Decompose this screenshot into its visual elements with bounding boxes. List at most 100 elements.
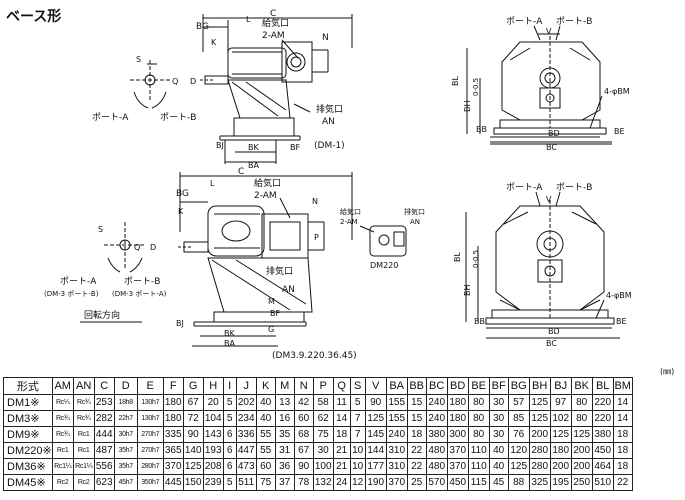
model-label-dm1: (DM-1) bbox=[314, 141, 345, 151]
value-cell: 280h7 bbox=[136, 458, 164, 475]
value-cell: 380 bbox=[425, 426, 448, 443]
value-cell: 16 bbox=[274, 410, 295, 427]
value-cell: 100 bbox=[312, 458, 334, 475]
value-cell: 200 bbox=[549, 458, 572, 475]
value-cell: 450 bbox=[446, 474, 469, 491]
value-cell: 15 bbox=[406, 394, 427, 411]
value-cell: 14 bbox=[612, 410, 633, 427]
value-cell: 220 bbox=[591, 410, 614, 427]
page-title: ベース形 bbox=[6, 9, 62, 25]
value-cell: Rc2 bbox=[72, 474, 95, 491]
value-cell: 35 bbox=[274, 426, 295, 443]
svg-text:ポート-B: ポート-B bbox=[160, 112, 196, 123]
value-cell: 5 bbox=[222, 410, 237, 427]
value-cell: 193 bbox=[202, 442, 224, 459]
model-cell: DM45※ bbox=[3, 474, 53, 491]
value-cell: 556 bbox=[93, 458, 115, 475]
value-cell: 30 bbox=[488, 426, 509, 443]
svg-text:BE: BE bbox=[614, 127, 625, 136]
value-cell: 380 bbox=[591, 426, 614, 443]
svg-text:D: D bbox=[150, 243, 156, 252]
bottom-front-view: ポート-A ポート-B V BD BC BL 0-0.5 BH BB BE 4-… bbox=[453, 182, 632, 348]
value-cell: 6 bbox=[222, 426, 237, 443]
value-cell: 208 bbox=[202, 458, 224, 475]
value-cell: 75 bbox=[255, 474, 276, 491]
value-cell: 145 bbox=[364, 426, 387, 443]
svg-text:K: K bbox=[178, 207, 184, 216]
value-cell: 623 bbox=[93, 474, 115, 491]
value-cell: 62 bbox=[312, 410, 334, 427]
value-cell: 5 bbox=[349, 394, 366, 411]
svg-text:BC: BC bbox=[546, 143, 557, 152]
header-cell: BC bbox=[425, 377, 448, 395]
value-cell: 97 bbox=[549, 394, 572, 411]
svg-text:4-φBM: 4-φBM bbox=[606, 291, 632, 300]
svg-text:BG: BG bbox=[196, 22, 209, 32]
svg-text:Q: Q bbox=[134, 243, 140, 252]
header-cell: BG bbox=[507, 377, 530, 395]
value-cell: 60 bbox=[255, 458, 276, 475]
value-cell: 487 bbox=[93, 442, 115, 459]
value-cell: 125 bbox=[182, 458, 204, 475]
svg-text:BK: BK bbox=[248, 143, 259, 152]
value-cell: 10 bbox=[349, 458, 366, 475]
svg-text:BA: BA bbox=[224, 339, 235, 348]
model-cell: DM220※ bbox=[3, 442, 53, 459]
value-cell: 80 bbox=[570, 394, 593, 411]
value-cell: 130h7 bbox=[136, 410, 164, 427]
value-cell: 5 bbox=[222, 474, 237, 491]
value-cell: 45 bbox=[488, 474, 509, 491]
header-cell: AM bbox=[51, 377, 74, 395]
value-cell: 7 bbox=[349, 410, 366, 427]
header-cell: K bbox=[255, 377, 276, 395]
value-cell: 102 bbox=[549, 410, 572, 427]
value-cell: 370 bbox=[446, 442, 469, 459]
spec-table: 形式 AM AN C D E F G H I J K M N P Q S V B… bbox=[3, 377, 633, 491]
value-cell: 110 bbox=[467, 458, 490, 475]
value-cell: 37 bbox=[274, 474, 295, 491]
value-cell: 370 bbox=[162, 458, 184, 475]
value-cell: 350h7 bbox=[136, 474, 164, 491]
svg-text:BH: BH bbox=[463, 100, 472, 112]
svg-text:AN: AN bbox=[282, 285, 295, 295]
value-cell: 67 bbox=[182, 394, 204, 411]
svg-text:P: P bbox=[314, 233, 319, 242]
svg-text:V: V bbox=[546, 195, 552, 204]
value-cell: 370 bbox=[385, 474, 408, 491]
header-cell: D bbox=[113, 377, 138, 395]
value-cell: Rc¾ bbox=[51, 410, 74, 427]
header-cell: AN bbox=[72, 377, 95, 395]
header-cell: 形式 bbox=[3, 377, 53, 395]
model-label-dm3: (DM3.9.220.36.45) bbox=[272, 351, 357, 361]
header-cell: BE bbox=[467, 377, 490, 395]
header-cell: S bbox=[349, 377, 366, 395]
value-cell: 35h7 bbox=[113, 458, 138, 475]
svg-text:2-AM: 2-AM bbox=[262, 31, 285, 41]
svg-text:(DM-3 ポート-B): (DM-3 ポート-B) bbox=[44, 290, 99, 298]
value-cell: 30 bbox=[312, 442, 334, 459]
svg-text:G: G bbox=[268, 325, 274, 334]
value-cell: 18 bbox=[332, 426, 351, 443]
svg-text:L: L bbox=[210, 179, 215, 188]
value-cell: 55 bbox=[255, 442, 276, 459]
value-cell: 80 bbox=[570, 410, 593, 427]
value-cell: 336 bbox=[235, 426, 257, 443]
header-cell: V bbox=[364, 377, 387, 395]
svg-text:排気口: 排気口 bbox=[316, 103, 343, 115]
svg-text:排気口: 排気口 bbox=[404, 207, 425, 216]
value-cell: 220 bbox=[591, 394, 614, 411]
svg-text:0-0.5: 0-0.5 bbox=[472, 78, 480, 96]
value-cell: 125 bbox=[570, 426, 593, 443]
value-cell: 180 bbox=[446, 410, 469, 427]
table-header-row: 形式 AM AN C D E F G H I J K M N P Q S V B… bbox=[3, 377, 633, 395]
header-cell: BF bbox=[488, 377, 509, 395]
value-cell: 55 bbox=[255, 426, 276, 443]
value-cell: 125 bbox=[528, 394, 551, 411]
svg-text:AN: AN bbox=[322, 117, 335, 127]
value-cell: 155 bbox=[385, 394, 408, 411]
value-cell: 447 bbox=[235, 442, 257, 459]
value-cell: 240 bbox=[425, 394, 448, 411]
value-cell: 22 bbox=[406, 442, 427, 459]
